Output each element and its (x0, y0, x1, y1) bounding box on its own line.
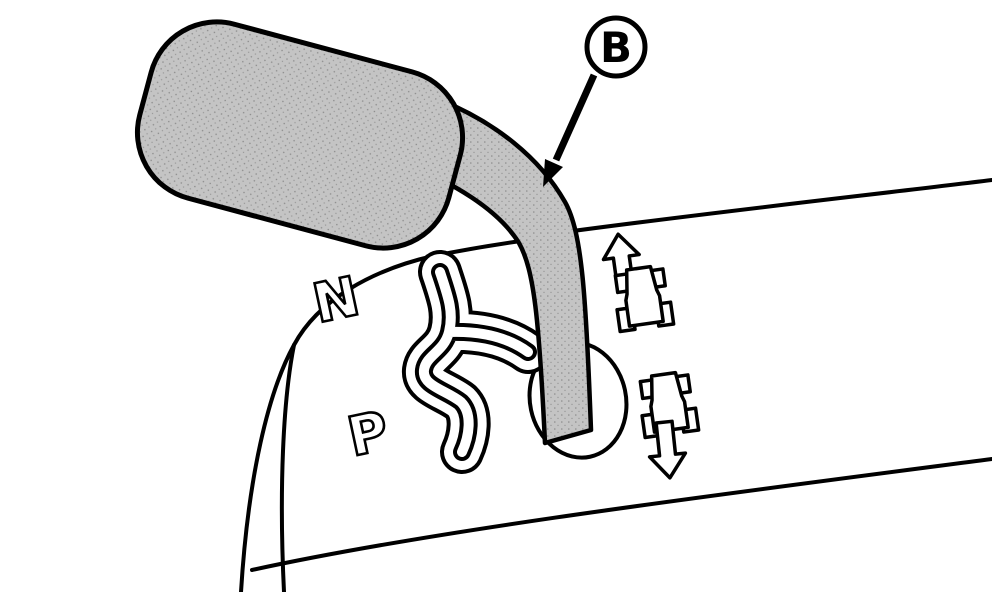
console-corner-edge-line (239, 238, 530, 592)
neutral-position-label: N (307, 264, 364, 335)
console-top-edge-line (556, 178, 992, 235)
callout-label: B (600, 23, 632, 72)
callout-circle (584, 15, 648, 79)
shift-gate-channel (402, 250, 550, 474)
gear-shift-knob (134, 19, 466, 251)
forward-tractor-icon (613, 264, 676, 334)
console-bottom-edge-line (250, 457, 992, 572)
console-inner-edge-line (279, 343, 296, 592)
park-position-label: P (342, 399, 394, 469)
callout-leader-arrow (543, 73, 598, 187)
reverse-tractor-icon (638, 370, 701, 440)
reverse-arrow-icon (647, 419, 688, 480)
